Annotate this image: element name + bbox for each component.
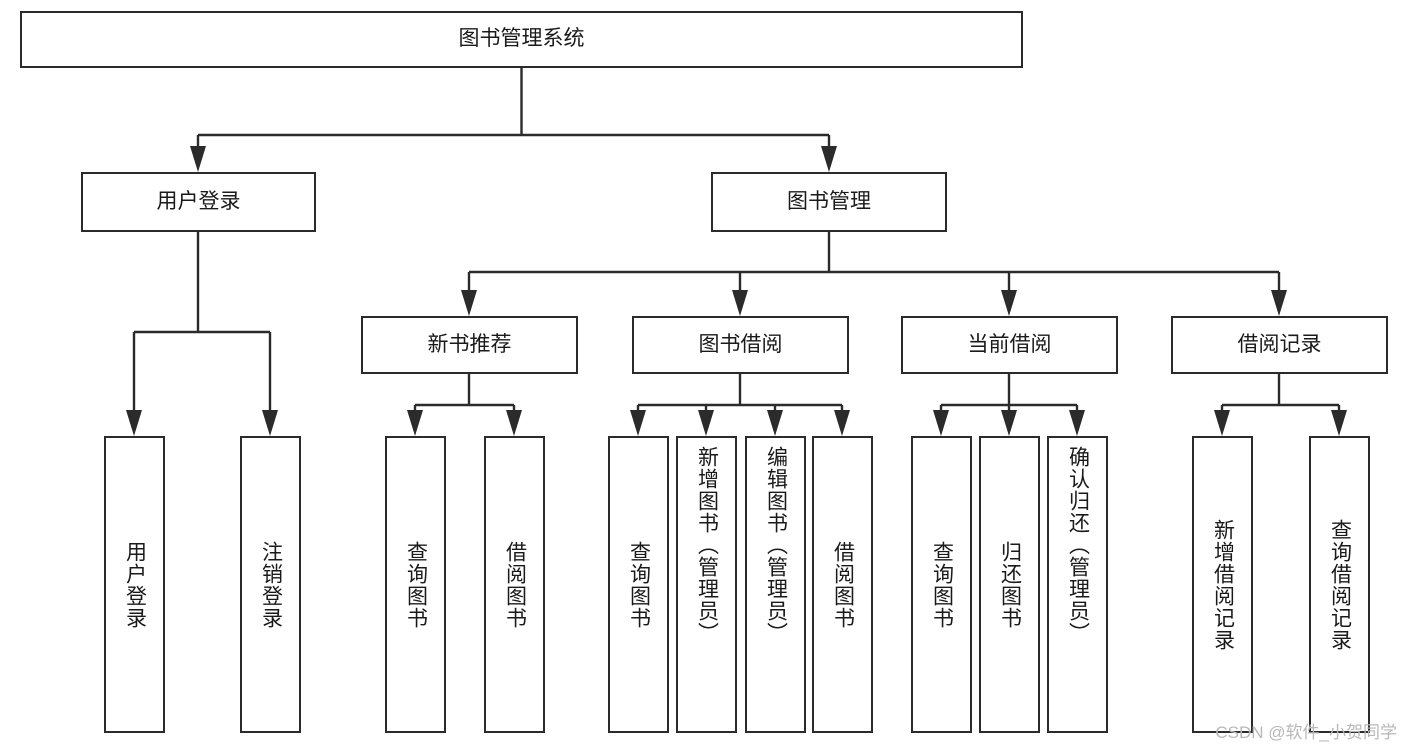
node-leaf-return-book[interactable]: 归还图书 — [979, 436, 1040, 733]
node-leaf-confirm-return[interactable]: 确认归还（管理员） — [1047, 436, 1108, 733]
node-leaf-user-login[interactable]: 用户登录 — [104, 436, 165, 733]
node-leaf-query-book-3[interactable]: 查询图书 — [911, 436, 972, 733]
node-leaf-logout-label: 注销登录 — [259, 540, 283, 629]
arrow-br-l1 — [1214, 410, 1230, 436]
node-borrow-record-label: 借阅记录 — [1237, 332, 1322, 356]
node-leaf-add-record-label: 新增借阅记录 — [1211, 518, 1235, 651]
node-root-label: 图书管理系统 — [458, 27, 585, 51]
node-leaf-confirm-return-label: 确认归还（管理员） — [1066, 446, 1090, 644]
arrow-newbook-l1 — [407, 410, 423, 436]
arrow-userlogin-l1 — [126, 410, 142, 436]
node-leaf-query-record-label: 查询借阅记录 — [1328, 518, 1352, 651]
arrow-bm-currentborrow — [1001, 290, 1017, 316]
arrow-bb-l4 — [834, 410, 850, 436]
arrow-cb-l2 — [1001, 410, 1017, 436]
node-leaf-add-book[interactable]: 新增图书（管理员） — [676, 436, 737, 733]
node-leaf-query-book-1[interactable]: 查询图书 — [385, 436, 446, 733]
node-leaf-return-book-label: 归还图书 — [998, 540, 1022, 629]
node-book-manage[interactable]: 图书管理 — [711, 172, 947, 232]
arrow-bb-l2 — [698, 410, 714, 436]
arrow-root-to-user-login — [190, 146, 206, 172]
node-current-borrow-label: 当前借阅 — [967, 332, 1052, 356]
node-leaf-edit-book[interactable]: 编辑图书（管理员） — [745, 436, 806, 733]
arrow-br-l2 — [1331, 410, 1347, 436]
arrow-userlogin-l2 — [262, 410, 278, 436]
node-leaf-borrow-book-1-label: 借阅图书 — [503, 540, 527, 629]
node-borrow-record[interactable]: 借阅记录 — [1171, 316, 1388, 374]
arrow-bm-newbook — [461, 290, 477, 316]
node-leaf-borrow-book-2-label: 借阅图书 — [831, 540, 855, 629]
node-leaf-query-book-2-label: 查询图书 — [627, 540, 651, 629]
node-leaf-borrow-book-2[interactable]: 借阅图书 — [812, 436, 873, 733]
node-new-book-rec-label: 新书推荐 — [427, 332, 512, 356]
csdn-watermark: CSDN @软件_小贺同学 — [1215, 723, 1397, 742]
node-book-borrow[interactable]: 图书借阅 — [632, 316, 849, 374]
node-leaf-query-book-2[interactable]: 查询图书 — [608, 436, 669, 733]
node-leaf-add-book-label: 新增图书（管理员） — [695, 446, 719, 644]
node-book-manage-label: 图书管理 — [787, 189, 871, 213]
node-leaf-borrow-book-1[interactable]: 借阅图书 — [484, 436, 545, 733]
node-new-book-rec[interactable]: 新书推荐 — [361, 316, 578, 374]
node-leaf-logout[interactable]: 注销登录 — [240, 436, 301, 733]
arrow-bm-borrowrecord — [1271, 290, 1287, 316]
node-leaf-edit-book-label: 编辑图书（管理员） — [764, 446, 788, 644]
node-root[interactable]: 图书管理系统 — [20, 11, 1023, 68]
node-current-borrow[interactable]: 当前借阅 — [901, 316, 1118, 374]
node-user-login-label: 用户登录 — [156, 189, 241, 213]
node-leaf-add-record[interactable]: 新增借阅记录 — [1192, 436, 1253, 733]
node-book-borrow-label: 图书借阅 — [698, 332, 783, 356]
arrow-bb-l1 — [630, 410, 646, 436]
node-leaf-query-book-3-label: 查询图书 — [930, 540, 954, 629]
arrow-cb-l3 — [1069, 410, 1085, 436]
arrow-newbook-l2 — [506, 410, 522, 436]
arrow-cb-l1 — [933, 410, 949, 436]
arrow-bm-bookborrow — [732, 290, 748, 316]
node-leaf-user-login-label: 用户登录 — [123, 540, 147, 629]
node-leaf-query-record[interactable]: 查询借阅记录 — [1309, 436, 1370, 733]
arrow-root-to-book-manage — [821, 146, 837, 172]
node-leaf-query-book-1-label: 查询图书 — [404, 540, 428, 629]
node-user-login[interactable]: 用户登录 — [81, 172, 316, 232]
arrow-bb-l3 — [767, 410, 783, 436]
